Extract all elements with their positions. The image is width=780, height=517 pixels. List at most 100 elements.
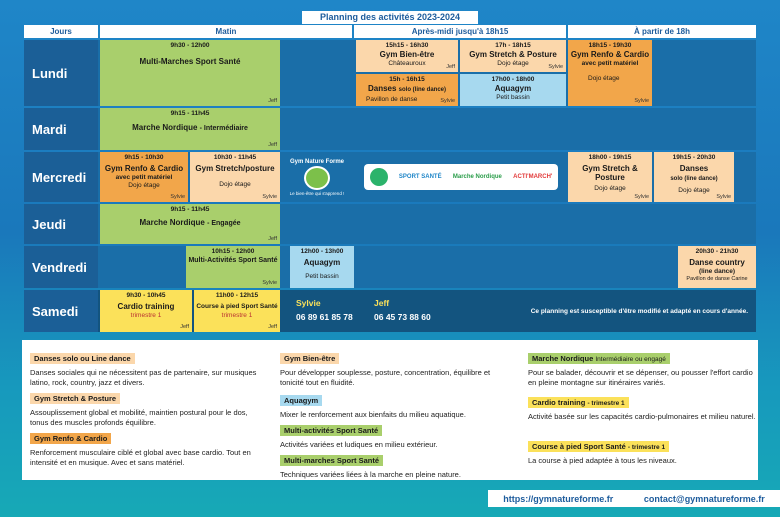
actimarch-logo: ACTI'MARCH' — [513, 174, 553, 180]
legend-aquagym: Aquagym Mixer le renforcement aux bienfa… — [280, 390, 510, 420]
cell-sub: trimestre 1 — [221, 312, 253, 319]
legend-tag: Aquagym — [280, 395, 323, 406]
legend-tag-main: Cardio training — [532, 398, 586, 407]
cell-name: Danses solo (line dance) — [654, 164, 734, 184]
legend-tag-main: Course à pied Sport Santé — [532, 442, 626, 451]
cell-multimarches: 9h30 - 12h00 Multi-Marches Sport Santé J… — [100, 40, 280, 106]
cell-time: 9h15 - 11h45 — [170, 110, 210, 117]
day-label: Samedi — [24, 290, 98, 332]
cell-time: 15h15 - 16h30 — [385, 42, 429, 49]
legend-desc: Mixer le renforcement aux bienfaits du m… — [280, 410, 466, 419]
legend-tag: Gym Bien-être — [280, 353, 340, 364]
cell-name: Gym Renfo & Cardio — [570, 50, 650, 59]
cell-name: Multi-Activités Sport Santé — [188, 257, 278, 264]
row-jeudi: Jeudi 9h15 - 11h45 Marche Nordique - Eng… — [24, 204, 756, 244]
legend-desc: Activités variées et ludiques en milieu … — [280, 440, 438, 449]
cell-danses: 15h - 16h15 Danses solo (line dance) Pav… — [356, 74, 458, 106]
header-apresmidi: Après-midi jusqu'à 18h15 — [354, 25, 566, 38]
contact-jeff-phone[interactable]: 06 45 73 88 60 — [374, 312, 431, 322]
cell-time: 10h15 - 12h00 — [211, 248, 255, 255]
planning-note: Ce planning est susceptible d'être modif… — [530, 308, 748, 315]
legend-desc: Assouplissement global et mobilité, main… — [30, 408, 248, 427]
gnf-logo: Gym Nature Forme Le bien-être qui s'appr… — [286, 154, 348, 200]
legend-tag: Danses solo ou Line dance — [30, 353, 135, 364]
legend-nordique: Marche Nordique Intermédiaire ou engagé … — [528, 348, 758, 387]
cell-time: 18h15 - 19h30 — [588, 42, 632, 49]
cell-name-main: Marche Nordique — [139, 218, 205, 227]
contact-sylvie-name: Sylvie — [296, 298, 321, 308]
legend-renfo: Gym Renfo & Cardio Renforcement musculai… — [30, 428, 260, 467]
cell-location: Petit bassin — [496, 94, 530, 101]
ffepgv-logo-icon — [369, 168, 388, 186]
cell-name-main: Danses — [679, 164, 709, 173]
sport-sante-logo: SPORT SANTÉ — [398, 174, 442, 180]
cell-name-main: Marche Nordique — [132, 123, 198, 132]
legend-tag-sub: Intermédiaire ou engagé — [595, 356, 666, 363]
cell-name: Gym Renfo & Cardio — [104, 164, 184, 173]
website-link[interactable]: https://gymnatureforme.fr — [503, 493, 614, 504]
contact-sylvie-phone[interactable]: 06 89 61 85 78 — [296, 312, 353, 322]
cell-person: Jeff — [268, 324, 277, 330]
cell-stretch: 17h - 18h15 Gym Stretch & Posture Dojo é… — [460, 40, 566, 72]
legend-tag: Course à pied Sport Santé - trimestre 1 — [528, 441, 670, 452]
cell-name-sub: solo (line dance) — [670, 176, 718, 182]
cell-location: Châteauroux — [388, 60, 426, 67]
cell-person: Jeff — [268, 142, 277, 148]
cell-course: 11h00 - 12h15 Course à pied Sport Santé … — [194, 290, 280, 332]
cell-time: 20h30 - 21h30 — [695, 248, 739, 255]
legend-tag: Gym Stretch & Posture — [30, 393, 121, 404]
cell-time: 9h30 - 12h00 — [170, 42, 210, 49]
legend-cardio: Cardio training - trimestre 1 Activité b… — [528, 392, 758, 422]
cell-location: Petit bassin — [305, 273, 339, 280]
legend-panel: Danses solo ou Line dance Danses sociale… — [22, 340, 758, 480]
cell-time: 19h15 - 20h30 — [672, 154, 716, 161]
marche-nordique-logo: Marche Nordique — [452, 174, 502, 180]
legend-tag: Gym Renfo & Cardio — [30, 433, 112, 444]
schedule-grid: Jours Matin Après-midi jusqu'à 18h15 À p… — [22, 24, 758, 334]
email-link[interactable]: contact@gymnatureforme.fr — [643, 493, 765, 504]
cell-time: 17h00 - 18h00 — [491, 76, 535, 83]
legend-stretch: Gym Stretch & Posture Assouplissement gl… — [30, 388, 260, 427]
cell-name: Aquagym — [303, 258, 341, 267]
cell-name: Cardio training — [117, 302, 175, 311]
cell-time: 18h00 - 19h15 — [588, 154, 632, 161]
cell-time: 15h - 16h15 — [389, 76, 425, 83]
cell-person: Sylvie — [170, 194, 185, 200]
cell-cardio: 9h30 - 10h45 Cardio training trimestre 1… — [100, 290, 192, 332]
legend-multiact: Multi-activités Sport Santé Activités va… — [280, 420, 510, 450]
row-mercredi: Mercredi 9h15 - 10h30 Gym Renfo & Cardio… — [24, 152, 756, 202]
cell-time: 12h00 - 13h00 — [300, 248, 344, 255]
day-label: Jeudi — [24, 204, 98, 244]
cell-location: Dojo étage — [594, 185, 626, 192]
cell-renfo: 18h15 - 19h30 Gym Renfo & Cardio avec pe… — [568, 40, 652, 106]
legend-tag-sub: - trimestre 1 — [627, 444, 666, 451]
cell-sub: avec petit matériel — [581, 60, 639, 67]
header-jours: Jours — [24, 25, 98, 38]
runner-icon — [304, 165, 330, 190]
cell-person: Sylvie — [262, 280, 277, 286]
cell-time: 11h00 - 12h15 — [215, 292, 259, 299]
cell-location: Pavillon de danse — [366, 96, 418, 103]
cell-sub: avec petit matériel — [115, 174, 173, 181]
cell-sub: trimestre 1 — [130, 312, 162, 319]
legend-desc: Pour se balader, découvrir et se dépense… — [528, 368, 753, 387]
cell-location: Dojo étage — [678, 187, 710, 194]
cell-name: Danses solo (line dance) — [356, 84, 458, 95]
cell-name-sub: solo (line dance) — [398, 87, 447, 93]
cell-renfo: 9h15 - 10h30 Gym Renfo & Cardio avec pet… — [100, 152, 188, 202]
gnf-logo-title: Gym Nature Forme — [289, 158, 344, 165]
cell-person: Sylvie — [548, 64, 563, 70]
day-label: Vendredi — [24, 246, 98, 288]
legend-multimarches: Multi-marches Sport Santé Techniques var… — [280, 450, 510, 480]
footer: https://gymnatureforme.fr contact@gymnat… — [488, 490, 780, 507]
legend-desc: Danses sociales qui ne nécessitent pas d… — [30, 368, 257, 387]
cell-person: Sylvie — [634, 98, 649, 104]
cell-name-main: Danses — [367, 84, 397, 93]
cell-aquagym: 17h00 - 18h00 Aquagym Petit bassin — [460, 74, 566, 106]
cell-country: 20h30 - 21h30 Danse country (line dance)… — [678, 246, 756, 288]
cell-stretch: 10h30 - 11h45 Gym Stretch/posture Dojo é… — [190, 152, 280, 202]
cell-location: Dojo étage — [128, 182, 160, 189]
cell-name: Gym Stretch & Posture — [582, 164, 638, 182]
legend-tag-sub: - trimestre 1 — [587, 400, 625, 407]
cell-person: Jeff — [446, 64, 455, 70]
